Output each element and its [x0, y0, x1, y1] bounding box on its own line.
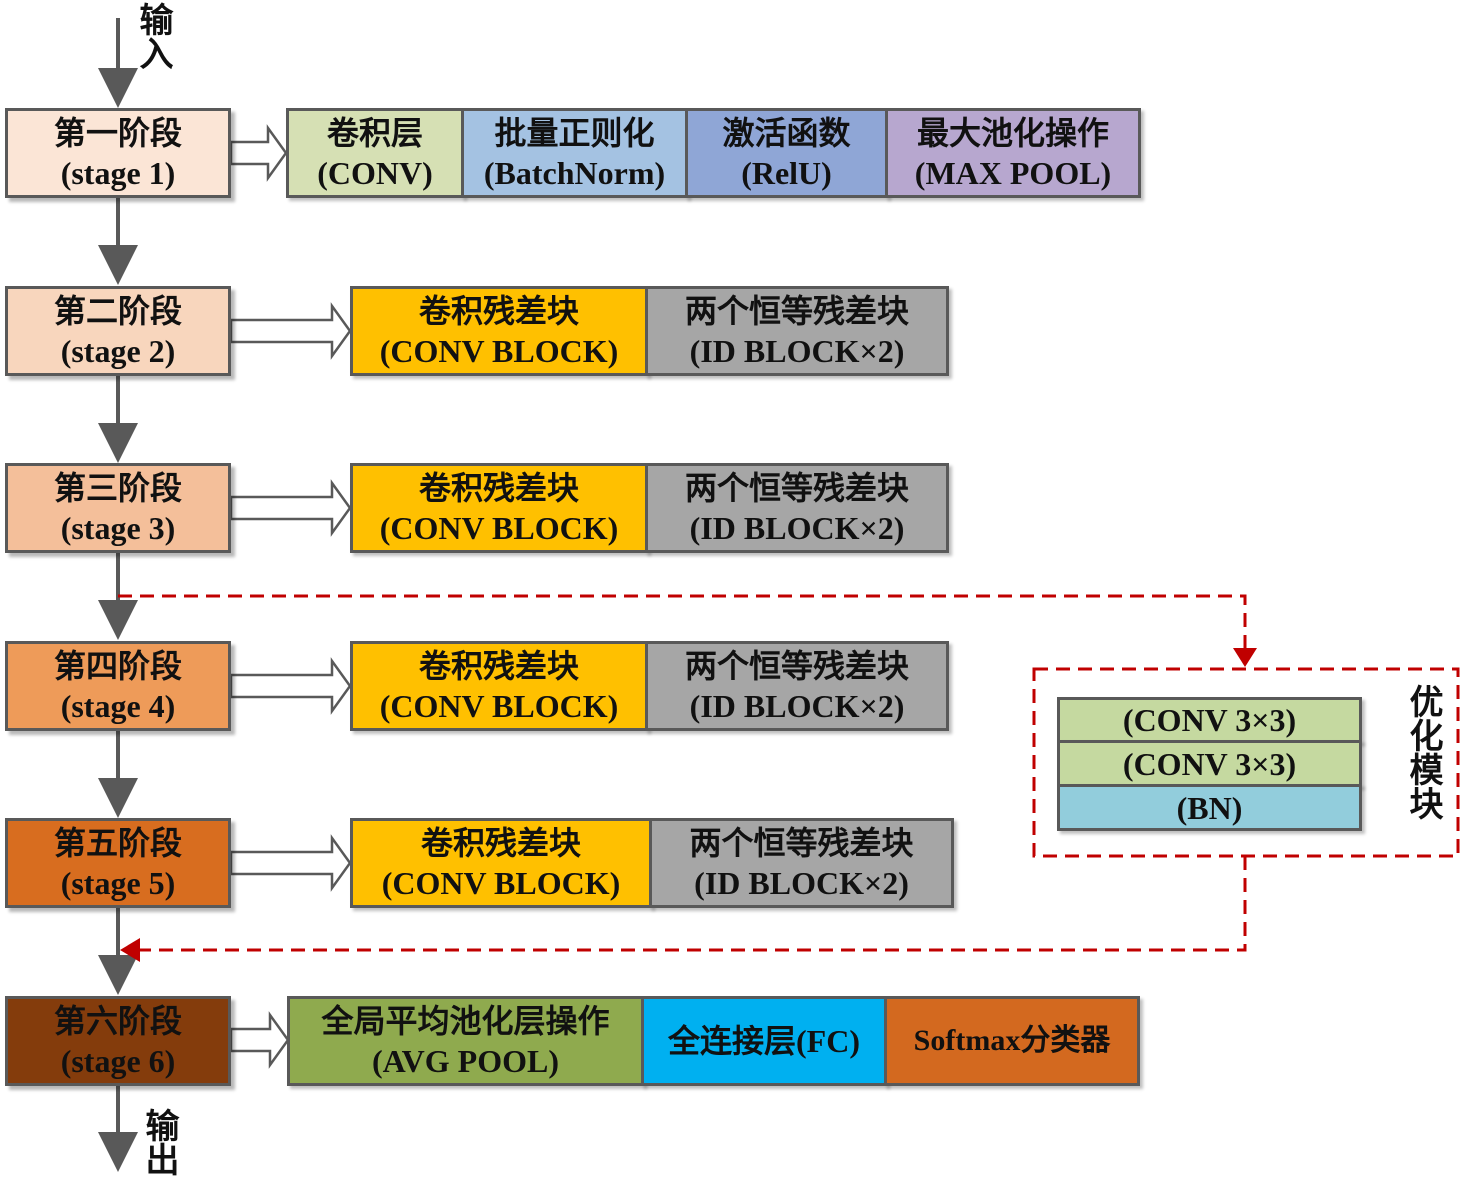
stage-4-title: 第四阶段 — [53, 648, 182, 684]
block-title: 卷积层 — [326, 115, 423, 151]
block-title: (BN) — [1176, 789, 1243, 826]
stage-4-id-block: 两个恒等残差块 (ID BLOCK×2) — [645, 641, 949, 731]
stage-6-title: 第六阶段 — [53, 1003, 182, 1039]
block-title: 两个恒等残差块 — [684, 470, 909, 506]
opt-path-out-arrowhead — [1233, 648, 1257, 667]
stage-5-subtitle: (stage 5) — [60, 865, 176, 901]
opt-path-out — [118, 594, 1247, 652]
block-subtitle: (BatchNorm) — [483, 155, 666, 191]
stage-1-box: 第一阶段 (stage 1) — [5, 108, 231, 198]
block-arrow-1 — [229, 124, 288, 182]
block-title: (CONV 3×3) — [1122, 745, 1297, 782]
opt-module-conv3x3-1: (CONV 3×3) — [1057, 697, 1362, 743]
block-subtitle: (CONV BLOCK) — [381, 865, 621, 901]
output-label: 输出 — [140, 1108, 177, 1176]
input-label: 输入 — [134, 2, 171, 70]
opt-module-label: 优化模块 — [1404, 684, 1441, 820]
stage-2-conv-block: 卷积残差块 (CONV BLOCK) — [350, 286, 648, 376]
block-subtitle: (AVG POOL) — [372, 1043, 559, 1079]
block-title: 全局平均池化层操作 — [321, 1003, 610, 1039]
block-subtitle: (CONV BLOCK) — [379, 333, 619, 369]
block-subtitle: (MAX POOL) — [914, 155, 1112, 191]
block-arrow-6 — [229, 1011, 290, 1069]
stage-4-subtitle: (stage 4) — [60, 688, 176, 724]
stage-1-relu-block: 激活函数 (RelU) — [685, 108, 888, 198]
stage-1-conv-block: 卷积层 (CONV) — [286, 108, 464, 198]
stage-3-id-block: 两个恒等残差块 (ID BLOCK×2) — [645, 463, 949, 553]
block-arrow-5 — [229, 834, 352, 892]
block-subtitle: (CONV BLOCK) — [379, 688, 619, 724]
stage-3-conv-block: 卷积残差块 (CONV BLOCK) — [350, 463, 648, 553]
stage-3-title: 第三阶段 — [53, 470, 182, 506]
stage-6-fc-block: 全连接层(FC) — [641, 996, 887, 1086]
stage-4-box: 第四阶段 (stage 4) — [5, 641, 231, 731]
stage-2-id-block: 两个恒等残差块 (ID BLOCK×2) — [645, 286, 949, 376]
stage-5-id-block: 两个恒等残差块 (ID BLOCK×2) — [649, 818, 954, 908]
block-arrow-2 — [229, 302, 352, 360]
block-title: (CONV 3×3) — [1122, 702, 1297, 738]
block-title: 卷积残差块 — [418, 470, 579, 506]
block-subtitle: (CONV BLOCK) — [379, 510, 619, 546]
block-subtitle: (ID BLOCK×2) — [689, 688, 905, 724]
stage-2-subtitle: (stage 2) — [60, 333, 176, 369]
stage-1-batchnorm-block: 批量正则化 (BatchNorm) — [461, 108, 688, 198]
block-title: 两个恒等残差块 — [684, 648, 909, 684]
block-title: 两个恒等残差块 — [689, 825, 914, 861]
stage-2-box: 第二阶段 (stage 2) — [5, 286, 231, 376]
block-subtitle: (ID BLOCK×2) — [689, 510, 905, 546]
stage-5-box: 第五阶段 (stage 5) — [5, 818, 231, 908]
block-title: 卷积残差块 — [420, 825, 581, 861]
block-subtitle: (CONV) — [317, 155, 433, 191]
stage-6-avgpool-block: 全局平均池化层操作 (AVG POOL) — [287, 996, 644, 1086]
block-title: 两个恒等残差块 — [684, 293, 909, 329]
opt-module-conv3x3-2: (CONV 3×3) — [1057, 740, 1362, 787]
opt-module-bn: (BN) — [1057, 784, 1362, 831]
stage-6-box: 第六阶段 (stage 6) — [5, 996, 231, 1086]
stage-3-subtitle: (stage 3) — [60, 510, 176, 546]
block-subtitle: (ID BLOCK×2) — [694, 865, 909, 901]
stage-6-softmax-block: Softmax分类器 — [884, 996, 1140, 1086]
stage-6-subtitle: (stage 6) — [60, 1043, 176, 1079]
block-title: 卷积残差块 — [418, 293, 579, 329]
stage-1-title: 第一阶段 — [53, 115, 182, 151]
stage-5-title: 第五阶段 — [53, 825, 182, 861]
block-subtitle: (ID BLOCK×2) — [689, 333, 905, 369]
block-title: 全连接层(FC) — [668, 1023, 860, 1059]
stage-1-subtitle: (stage 1) — [60, 155, 176, 191]
block-arrow-4 — [229, 657, 352, 715]
stage-5-conv-block: 卷积残差块 (CONV BLOCK) — [350, 818, 652, 908]
stage-2-title: 第二阶段 — [53, 293, 182, 329]
block-title: 卷积残差块 — [418, 648, 579, 684]
opt-path-back-arrowhead — [120, 938, 140, 962]
opt-path-back — [140, 856, 1247, 952]
block-title: 批量正则化 — [494, 115, 655, 151]
block-arrow-3 — [229, 479, 352, 537]
block-subtitle: (RelU) — [741, 155, 832, 191]
block-title: 激活函数 — [722, 115, 851, 151]
stage-4-conv-block: 卷积残差块 (CONV BLOCK) — [350, 641, 648, 731]
stage-1-maxpool-block: 最大池化操作 (MAX POOL) — [885, 108, 1141, 198]
block-title: 最大池化操作 — [916, 115, 1109, 151]
stage-3-box: 第三阶段 (stage 3) — [5, 463, 231, 553]
block-title: Softmax分类器 — [913, 1024, 1111, 1057]
